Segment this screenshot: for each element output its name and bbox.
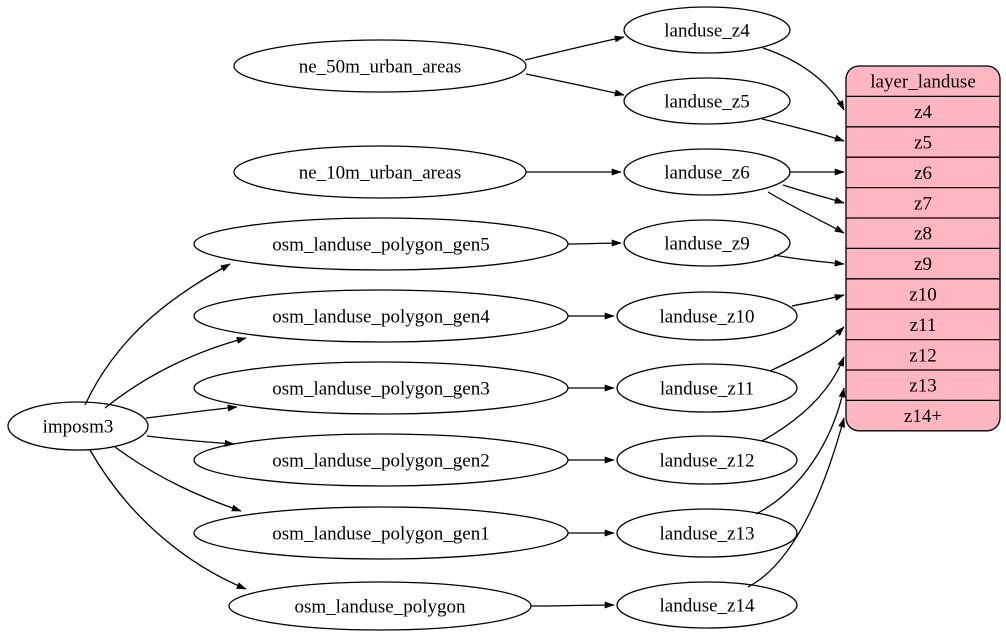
table-row-z8: z8	[914, 224, 932, 245]
node-landuse_z13: landuse_z13	[616, 508, 798, 558]
node-label-landuse_z11: landuse_z11	[660, 379, 754, 400]
node-label-landuse_z4: landuse_z4	[664, 21, 750, 42]
edge-landuse_z10-to-layer_landuse:z10	[791, 294, 845, 307]
node-label-osm_landuse_polygon: osm_landuse_polygon	[295, 597, 466, 618]
table-title: layer_landuse	[870, 72, 976, 93]
node-osm_landuse_polygon_gen5: osm_landuse_polygon_gen5	[193, 217, 569, 271]
edge-ne_50m_urban_areas-to-landuse_z5	[525, 73, 625, 97]
node-landuse_z9: landuse_z9	[623, 219, 791, 267]
node-ellipse-imposm3	[7, 401, 149, 451]
edge-landuse_z4-to-layer_landuse:z4	[762, 47, 845, 111]
node-label-osm_landuse_polygon_gen3: osm_landuse_polygon_gen3	[272, 379, 489, 400]
node-imposm3: imposm3	[7, 401, 149, 451]
table-node-layer_landuse: layer_landuse z4 z5 z6 z7 z8 z9 z10 z11 z12 z13 z14…	[845, 65, 1001, 432]
node-label-imposm3: imposm3	[43, 417, 114, 438]
node-landuse_z6: landuse_z6	[623, 148, 791, 196]
node-label-ne_50m_urban_areas: ne_50m_urban_areas	[299, 57, 462, 78]
edge-landuse_z9-to-layer_landuse:z9	[773, 254, 845, 267]
edge-imposm3-to-osm_landuse_polygon	[89, 449, 247, 590]
node-landuse_z5: landuse_z5	[623, 77, 791, 125]
node-label-landuse_z12: landuse_z12	[660, 451, 755, 472]
table-row-z14+: z14+	[904, 406, 942, 427]
node-ne_50m_urban_areas: ne_50m_urban_areas	[233, 39, 527, 93]
edge-landuse_z6-to-layer_landuse:z7	[782, 184, 845, 204]
edge-imposm3-to-osm_landuse_polygon_gen4	[104, 336, 247, 409]
node-label-osm_landuse_polygon_gen5: osm_landuse_polygon_gen5	[272, 235, 489, 256]
edge-landuse_z12-to-layer_landuse:z12	[761, 356, 845, 442]
table-row-z5: z5	[914, 133, 932, 154]
table-row-z4: z4	[914, 102, 932, 123]
node-label-landuse_z5: landuse_z5	[664, 92, 749, 113]
node-osm_landuse_polygon_gen1: osm_landuse_polygon_gen1	[193, 506, 569, 560]
node-label-osm_landuse_polygon_gen1: osm_landuse_polygon_gen1	[272, 524, 489, 545]
node-ellipse-landuse_z14	[616, 581, 798, 629]
table-row-z13: z13	[909, 376, 936, 397]
table-row-z11: z11	[910, 315, 937, 336]
edge-imposm3-to-osm_landuse_polygon_gen2	[146, 435, 235, 447]
table-row-z10: z10	[909, 285, 936, 306]
node-label-osm_landuse_polygon_gen2: osm_landuse_polygon_gen2	[272, 451, 489, 472]
edge-imposm3-to-osm_landuse_polygon_gen5	[84, 263, 231, 406]
table-row-z6: z6	[914, 163, 932, 184]
node-label-landuse_z6: landuse_z6	[664, 163, 749, 184]
edge-landuse_z11-to-layer_landuse:z11	[769, 326, 845, 372]
node-label-landuse_z13: landuse_z13	[660, 524, 755, 545]
node-ellipse-ne_50m_urban_areas	[233, 39, 527, 93]
table-row-z9: z9	[914, 254, 932, 275]
node-ellipse-landuse_z5	[623, 77, 791, 125]
node-ne_10m_urban_areas: ne_10m_urban_areas	[233, 145, 527, 199]
edge-landuse_z14-to-layer_landuse:z14+	[747, 417, 845, 588]
node-ellipse-landuse_z11	[616, 363, 798, 413]
edge-osm_landuse_polygon_gen5-to-landuse_z9	[567, 239, 622, 247]
node-landuse_z4: landuse_z4	[623, 6, 791, 54]
node-label-landuse_z10: landuse_z10	[660, 307, 755, 328]
node-osm_landuse_polygon_gen4: osm_landuse_polygon_gen4	[193, 289, 569, 343]
edge-landuse_z6-to-layer_landuse:z8	[767, 191, 845, 234]
table-row-z7: z7	[914, 193, 932, 214]
node-ellipse-landuse_z10	[616, 291, 798, 341]
node-landuse_z14: landuse_z14	[616, 581, 798, 629]
edge-imposm3-to-osm_landuse_polygon_gen3	[145, 404, 238, 419]
node-ellipse-landuse_z4	[623, 6, 791, 54]
edge-landuse_z13-to-layer_landuse:z13	[755, 387, 846, 515]
table-row-z12: z12	[909, 345, 936, 366]
node-landuse_z12: landuse_z12	[616, 435, 798, 485]
edge-landuse_z5-to-layer_landuse:z5	[761, 118, 845, 142]
node-label-landuse_z9: landuse_z9	[664, 234, 749, 255]
edge-osm_landuse_polygon-to-landuse_z14	[530, 601, 615, 609]
node-landuse_z11: landuse_z11	[616, 363, 798, 413]
node-osm_landuse_polygon_gen2: osm_landuse_polygon_gen2	[193, 433, 569, 487]
node-ellipse-landuse_z13	[616, 508, 798, 558]
node-ellipse-landuse_z9	[623, 219, 791, 267]
node-osm_landuse_polygon: osm_landuse_polygon	[228, 581, 532, 631]
node-landuse_z10: landuse_z10	[616, 291, 798, 341]
node-label-ne_10m_urban_areas: ne_10m_urban_areas	[299, 163, 462, 184]
node-osm_landuse_polygon_gen3: osm_landuse_polygon_gen3	[193, 361, 569, 415]
node-label-osm_landuse_polygon_gen4: osm_landuse_polygon_gen4	[272, 307, 490, 328]
node-ellipse-landuse_z12	[616, 435, 798, 485]
edge-imposm3-to-osm_landuse_polygon_gen1	[114, 446, 242, 512]
edge-ne_50m_urban_areas-to-landuse_z4	[524, 35, 625, 61]
node-label-landuse_z14: landuse_z14	[660, 596, 755, 617]
